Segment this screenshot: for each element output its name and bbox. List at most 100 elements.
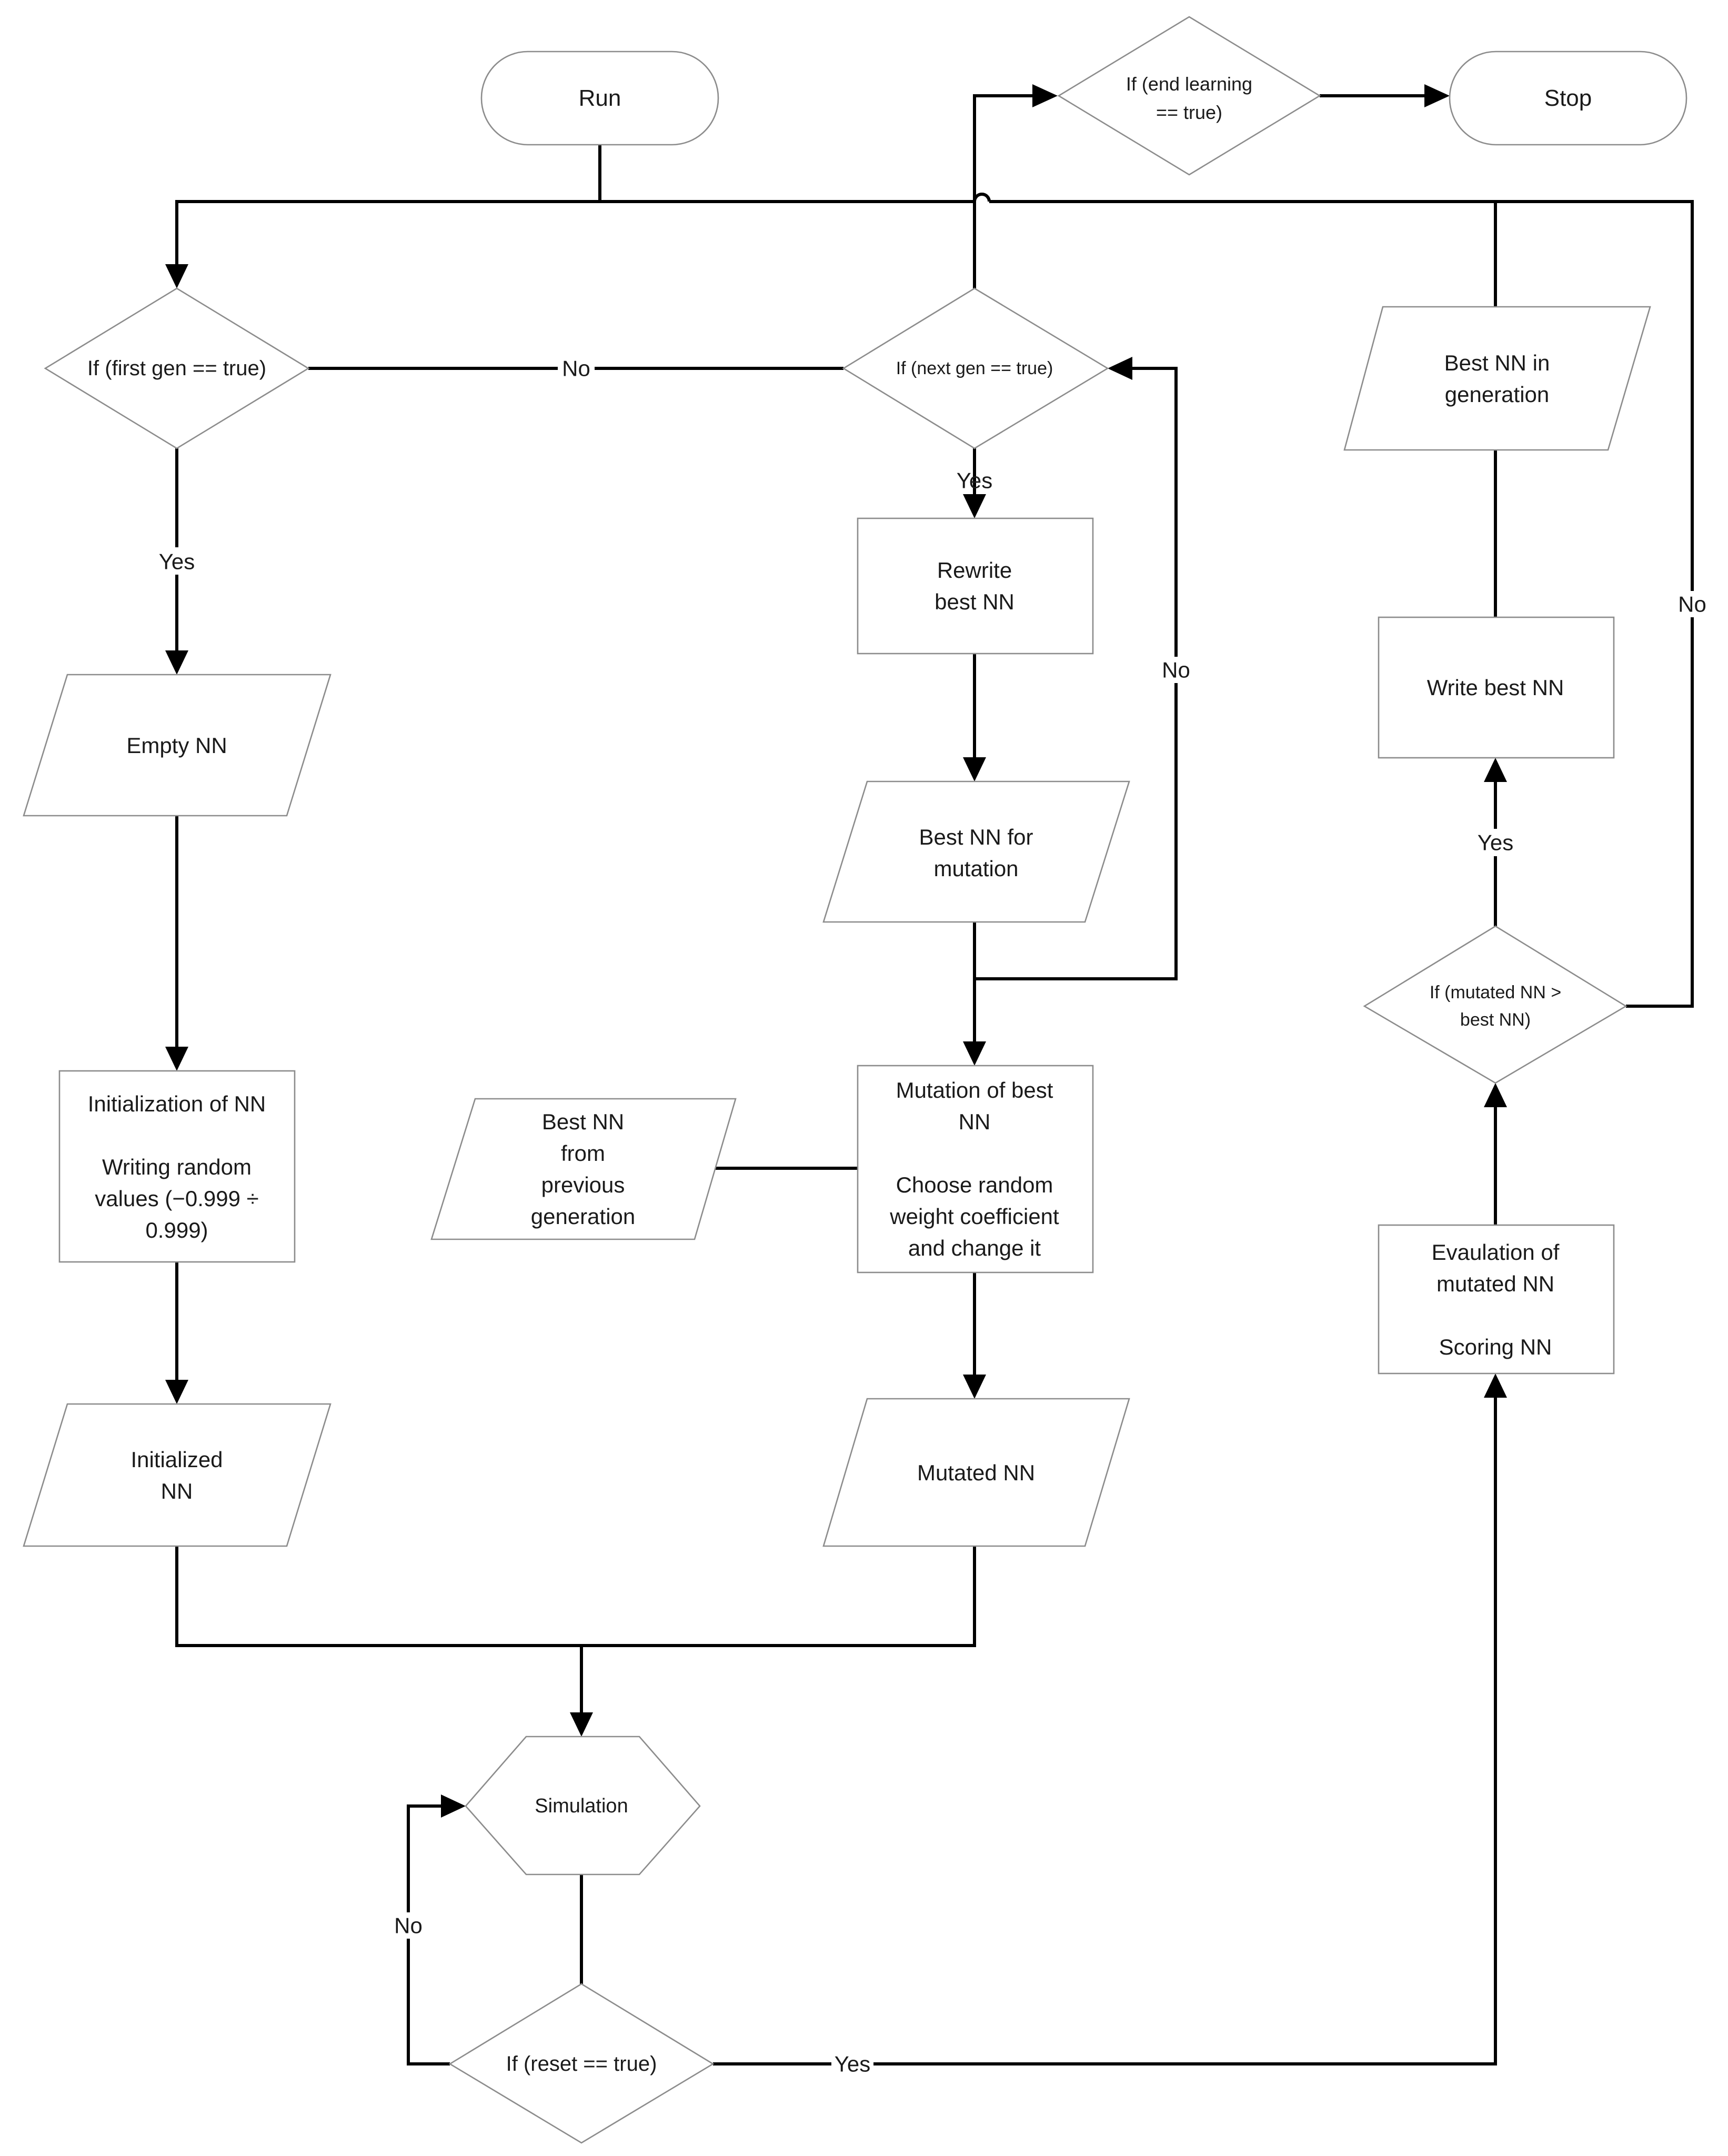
node-label-line: from [561,1141,605,1166]
end-learning-decision [1057,16,1321,176]
arrowhead [1108,357,1132,380]
arrowhead [165,650,188,675]
node-label-line: Write best NN [1427,675,1564,700]
mutated-better-decision [1363,925,1627,1084]
best-nn-previous-label: Best NN from previous generation [531,1109,636,1229]
arrowheads [165,84,1507,1818]
edge-label-reset-yes: Yes [835,2052,871,2077]
empty-nn-label: Empty NN [126,733,227,758]
node-label-line: If (next gen == true) [896,358,1053,378]
rewrite-best-process [857,517,1094,655]
arrowhead [963,757,986,781]
initialization-label: Initialization of NN Writing random values… [88,1091,266,1242]
edge-label-best-mutation-no: No [1162,658,1190,683]
edge-label-reset-no: No [394,1913,423,1938]
best-nn-in-generation-label: Best NN in generation [1444,350,1550,407]
arrowhead [963,494,986,518]
node-label-line: Mutated NN [917,1460,1035,1485]
arrowhead [963,1041,986,1066]
simulation-label: Simulation [535,1795,628,1817]
edge-labels: No Yes Yes No Yes No No Yes [158,356,1711,2077]
node-label-line: Run [579,85,621,111]
node-label-line: Choose random [896,1172,1053,1197]
best-nn-previous-generation-data [430,1098,737,1240]
node-label-line: mutation [933,856,1018,881]
arrowhead [1484,758,1507,782]
node-label-line: Best NN in [1444,350,1550,375]
connector-bus-hop [973,193,991,202]
node-label-line: Writing random [102,1155,252,1179]
arrowhead [165,1380,188,1404]
arrowhead [1484,1373,1507,1398]
node-label-line: If (end learning [1126,73,1252,95]
mutation-process [857,1065,1094,1273]
end-learning-label: If (end learning == true) [1126,73,1252,123]
stop-terminal [1449,51,1687,146]
node-label-line: generation [531,1204,636,1229]
arrowhead [441,1794,466,1818]
edge-label-next-gen-yes: Yes [957,468,993,493]
nodes [23,16,1687,2144]
connector-reset-yes [713,1397,1497,2065]
node-label-line: best NN) [1460,1010,1531,1030]
first-gen-decision [44,287,310,449]
write-best-label: Write best NN [1427,675,1564,700]
write-best-process [1378,616,1615,759]
edge-label-mutated-yes: Yes [1478,830,1514,855]
node-label-line: generation [1445,382,1550,407]
node-label-line: If (reset == true) [506,2052,657,2075]
node-label-line: previous [541,1172,625,1197]
node-label-line: Evaulation of [1432,1240,1560,1265]
node-labels: Run Stop If (end learning == true) If (fi… [87,73,1592,2076]
node-label-line: == true) [1156,102,1222,123]
mutated-nn-data [822,1398,1130,1547]
node-label-line: NN [161,1479,193,1503]
node-label-line: values (−0.999 ÷ [95,1186,258,1211]
arrowhead [1424,84,1450,107]
edge-label-first-gen-yes: Yes [159,549,195,574]
node-label-line: best NN [935,589,1014,614]
evaluation-process [1378,1224,1615,1375]
reset-label: If (reset == true) [506,2052,657,2075]
next-gen-decision [842,287,1109,449]
mutated-better-label: If (mutated NN > best NN) [1430,982,1561,1030]
run-terminal [480,51,719,146]
node-label-line: mutated NN [1436,1271,1554,1296]
arrowhead [1032,84,1058,107]
edge-label-mutated-no: No [1678,592,1706,617]
node-label-line: Initialization of NN [88,1091,266,1116]
next-gen-label: If (next gen == true) [896,358,1053,378]
edge-label-first-gen-no: No [562,356,590,381]
node-label-line: Best NN [542,1109,624,1134]
node-label-line: Scoring NN [1439,1335,1552,1359]
connector-next-gen-to-end [973,94,1034,288]
evaluation-label: Evaulation of mutated NN Scoring NN [1432,1240,1560,1359]
node-label-line: weight coefficient [889,1204,1059,1229]
reset-decision [448,1983,715,2144]
node-label-line: If (mutated NN > [1430,982,1561,1002]
node-label-line: Mutation of best [896,1078,1053,1102]
connector-initialized-to-merge [175,1546,976,1647]
best-nn-in-generation-data [1343,306,1651,451]
node-label-line: Stop [1544,85,1592,111]
run-label: Run [579,85,621,111]
connector-bus-to-first-gen [175,200,974,268]
initialized-nn-data [23,1403,331,1547]
arrowhead [165,264,188,288]
arrowhead [963,1375,986,1399]
node-label-line: If (first gen == true) [87,357,266,380]
arrowhead [1484,1083,1507,1107]
first-gen-label: If (first gen == true) [87,357,266,380]
node-label-line: 0.999) [145,1218,208,1242]
empty-nn-data [23,674,331,817]
node-label-line: and change it [908,1236,1041,1260]
initialization-process [58,1070,296,1263]
simulation-process [465,1736,701,1876]
node-label-line: Initialized [130,1447,223,1472]
best-nn-for-mutation-data [822,780,1130,923]
